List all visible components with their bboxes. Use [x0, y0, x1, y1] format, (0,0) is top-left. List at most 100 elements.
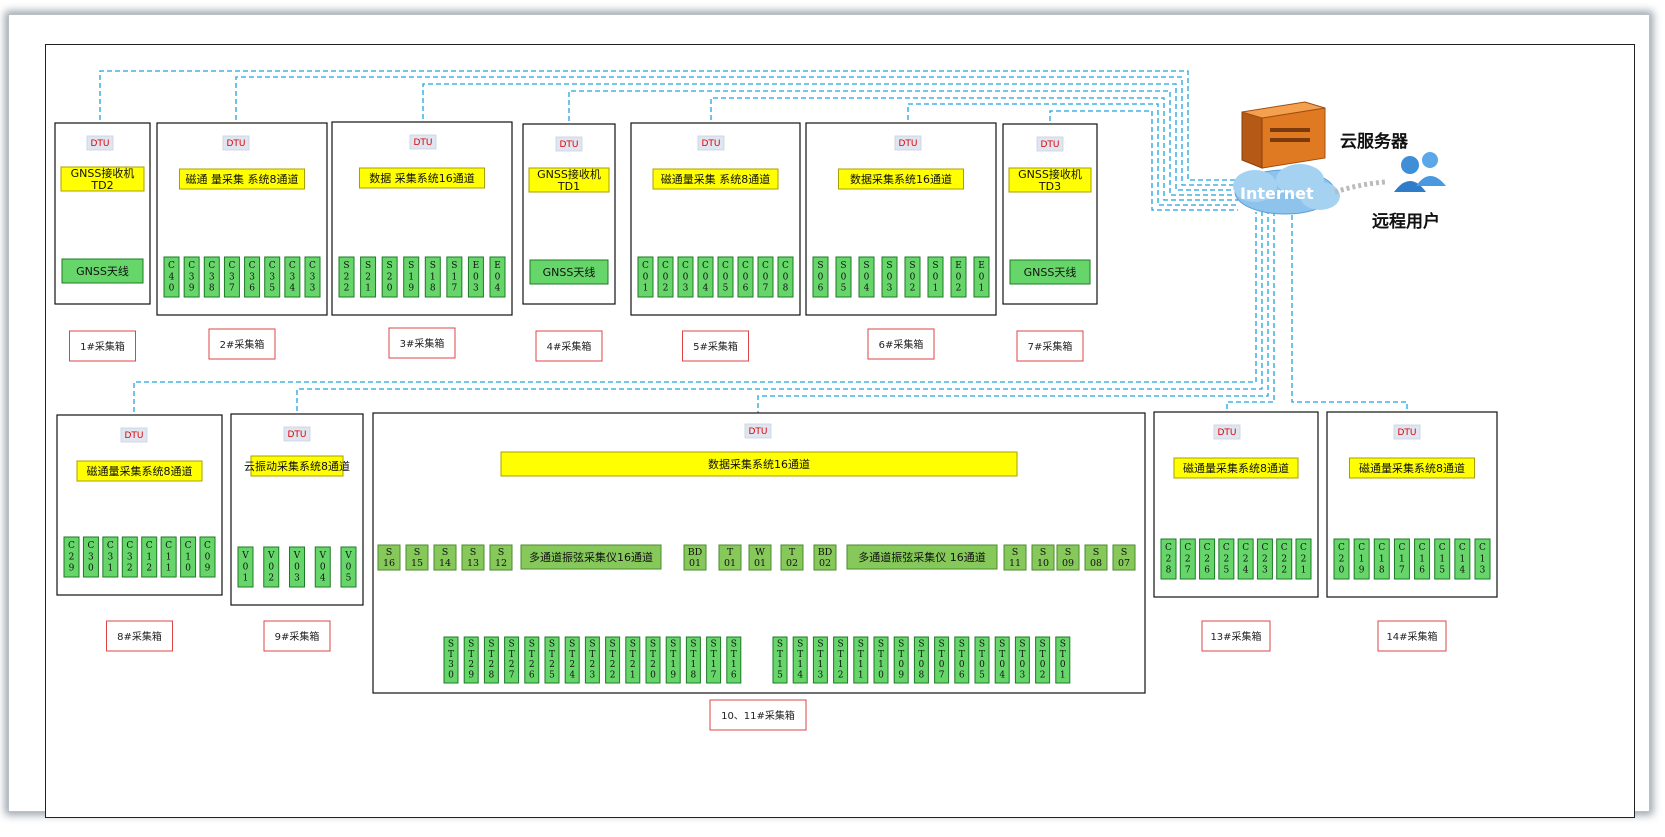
dtu-label: DTU [1217, 428, 1236, 438]
box-caption-frame [682, 330, 749, 362]
dtu-module [86, 135, 114, 151]
box-caption-frame [1016, 330, 1084, 362]
sensor-node [1084, 544, 1108, 571]
gnss-receiver-module [528, 167, 610, 193]
network-link-bottom-3 [1226, 212, 1275, 425]
vibrating-wire-logger-label: 多通道振弦采集仪16通道 [529, 550, 653, 564]
box-caption: 8#采集箱 [117, 630, 162, 643]
sensor-node [244, 256, 261, 298]
network-link-bottom-0 [133, 212, 1257, 428]
acquisition-module-label: 磁通量采集系统8通道 [87, 464, 193, 478]
remote-user-icon [1394, 152, 1446, 192]
sensor-node [1237, 538, 1254, 580]
sensor-node [141, 536, 158, 578]
sensor-node [489, 256, 506, 298]
sensor-node [813, 544, 837, 571]
sensor-node [338, 256, 355, 298]
remote-user-label: 远程用户 [1372, 211, 1440, 232]
sensor-node [1333, 538, 1350, 580]
sensor-node [973, 256, 990, 298]
main-acquisition-module [500, 451, 1018, 477]
sensor-node [904, 256, 921, 298]
sensor-node [102, 536, 119, 578]
internet-label: Internet [1240, 184, 1314, 203]
sensor-node [737, 256, 754, 298]
sensor-node [858, 256, 875, 298]
sensor-node [524, 636, 540, 684]
sensor-node [792, 636, 808, 684]
dtu-module [697, 135, 725, 151]
network-link-bottom-4 [1291, 212, 1408, 425]
sensor-node [605, 636, 621, 684]
box-caption-frame [1201, 620, 1271, 652]
box-caption: 7#采集箱 [1028, 340, 1073, 353]
sensor-node [63, 536, 80, 578]
sensor-node [625, 636, 641, 684]
box-caption: 4#采集箱 [547, 340, 592, 353]
sensor-node [183, 256, 200, 298]
sensor-node [683, 544, 707, 571]
sensor-node [657, 256, 674, 298]
sensor-node [853, 636, 869, 684]
sensor-node [483, 636, 499, 684]
sensor-node [1218, 538, 1235, 580]
main-acquisition-module-label: 数据采集系统16通道 [708, 457, 810, 471]
dtu-module [1213, 424, 1241, 440]
acquisition-module [1173, 457, 1299, 479]
sensor-node [717, 256, 734, 298]
dtu-label: DTU [413, 138, 432, 148]
sensor-node [726, 636, 742, 684]
network-link-b6 [907, 103, 1238, 206]
box-caption-frame [208, 328, 276, 360]
sensor-node [835, 256, 852, 298]
dtu-module [1036, 136, 1064, 152]
sensor-node [424, 256, 441, 298]
internet-user-link [1334, 179, 1386, 195]
dtu-module [1393, 424, 1421, 440]
sensor-node [1199, 538, 1216, 580]
acquisition-module-label: 磁通量采集系统8通道 [1183, 461, 1289, 475]
sensor-node [927, 256, 944, 298]
acquisition-module-label: 磁通 量采集 系统8通道 [186, 172, 299, 186]
box-caption-frame [69, 330, 136, 362]
sensor-node [772, 636, 788, 684]
sensor-node [1056, 544, 1080, 571]
sensor-node [446, 256, 463, 298]
box-caption: 3#采集箱 [400, 337, 445, 350]
sensor-node [1112, 544, 1136, 571]
dtu-label: DTU [90, 139, 109, 149]
sensor-node [748, 544, 772, 571]
sensor-node [665, 636, 681, 684]
